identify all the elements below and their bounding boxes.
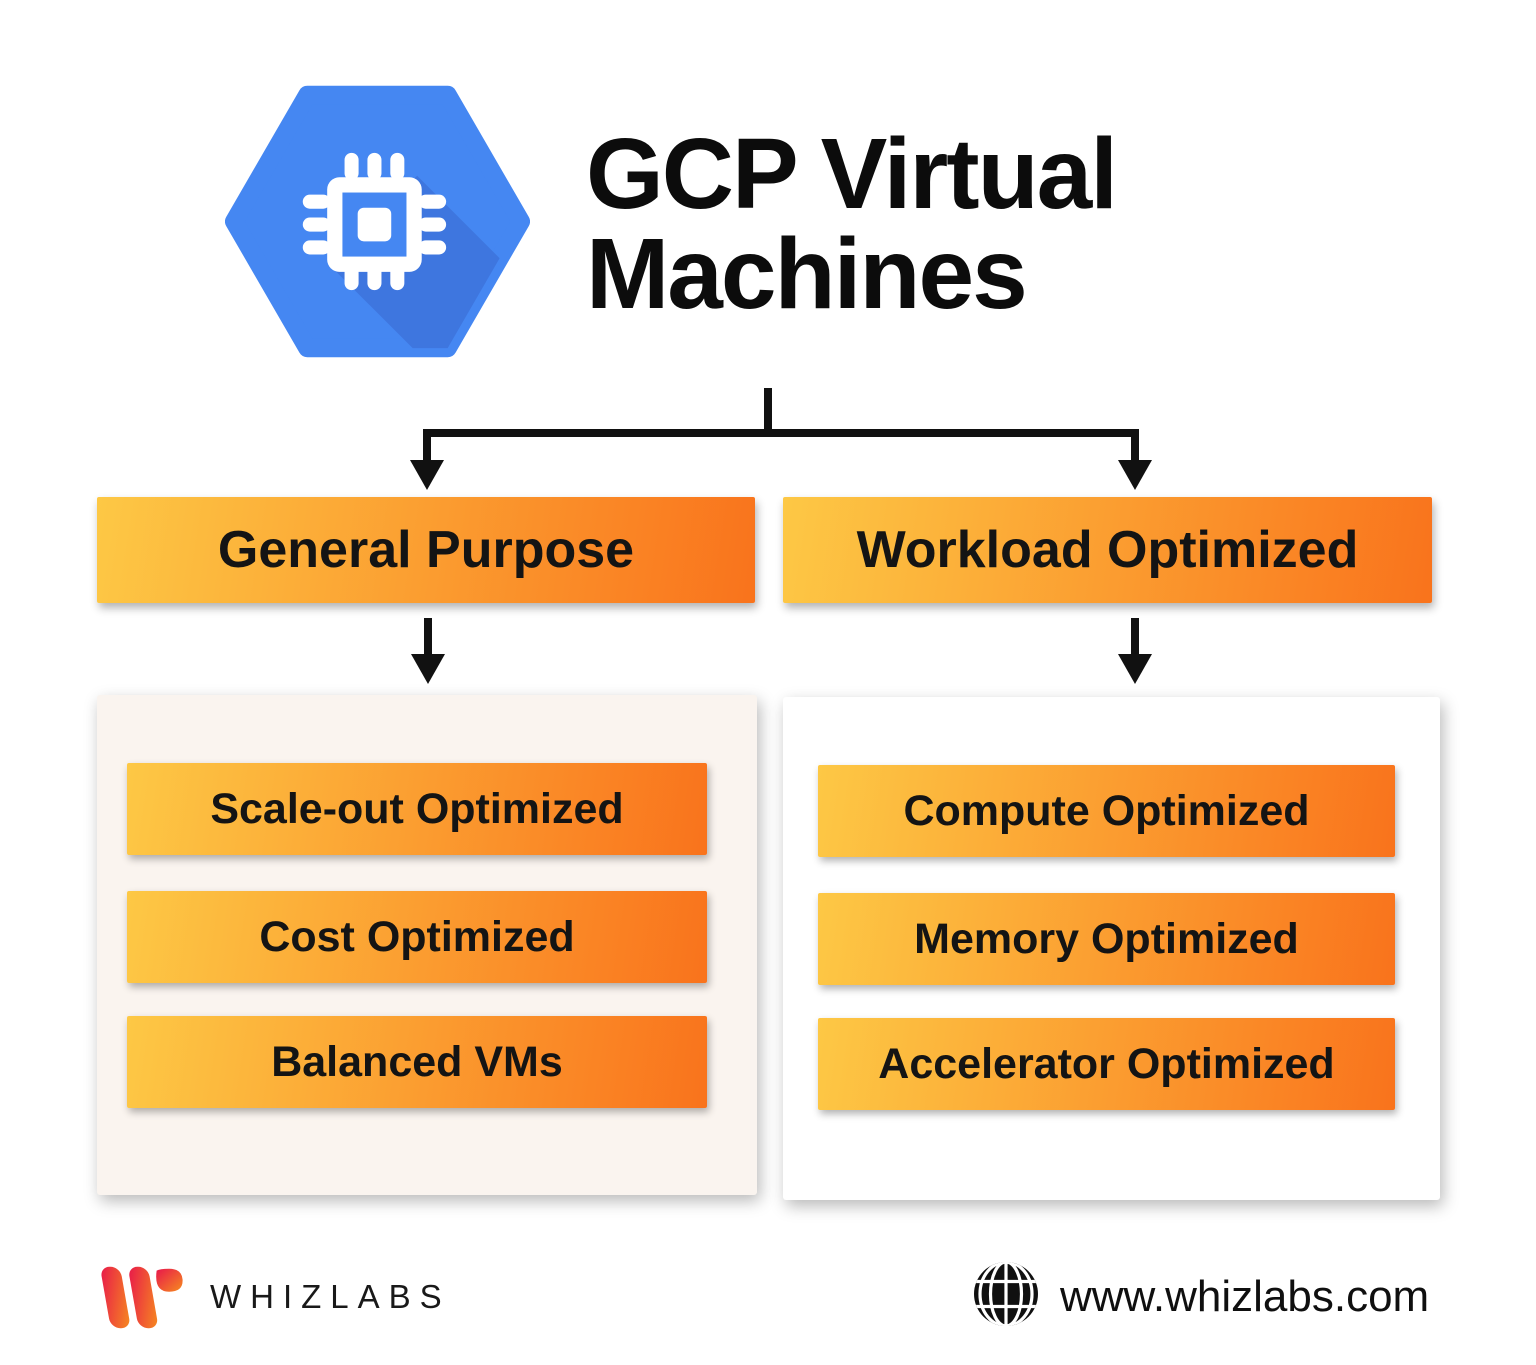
page-title-line-2: Machines [586, 218, 1028, 330]
branch-header-label: Workload Optimized [856, 521, 1359, 579]
connector-drop-right [1131, 429, 1139, 463]
vm-type-label: Balanced VMs [271, 1037, 563, 1086]
vm-type-label: Cost Optimized [259, 912, 575, 961]
vm-type-bar-accelerator-optimized: Accelerator Optimized [818, 1018, 1395, 1110]
workload-optimized-panel: Compute Optimized Memory Optimized Accel… [783, 697, 1440, 1200]
general-purpose-panel: Scale-out Optimized Cost Optimized Balan… [97, 695, 757, 1195]
connector-crossbar [423, 429, 1139, 437]
vm-type-bar-balanced-vms: Balanced VMs [127, 1016, 707, 1108]
branch-header-label: General Purpose [217, 521, 635, 579]
connector-stem-workload-optimized [1131, 618, 1139, 656]
arrow-down-icon [411, 654, 445, 684]
arrow-down-icon [1118, 460, 1152, 490]
vm-type-bar-cost-optimized: Cost Optimized [127, 891, 707, 983]
connector-stem [764, 388, 772, 433]
vm-type-label: Scale-out Optimized [210, 784, 624, 833]
vm-type-label: Compute Optimized [903, 786, 1310, 835]
vm-type-label: Accelerator Optimized [878, 1039, 1335, 1088]
branch-header-general-purpose: General Purpose [97, 497, 755, 603]
connector-drop-left [423, 429, 431, 463]
vm-type-bar-compute-optimized: Compute Optimized [818, 765, 1395, 857]
arrow-down-icon [1118, 654, 1152, 684]
branch-header-workload-optimized: Workload Optimized [783, 497, 1432, 603]
page-title-line-1: GCP Virtual [586, 118, 1118, 230]
website-url: www.whizlabs.com [1060, 1272, 1430, 1321]
gcp-compute-engine-logo [225, 85, 530, 358]
arrow-down-icon [410, 460, 444, 490]
connector-stem-general-purpose [424, 618, 432, 656]
vm-type-bar-scale-out-optimized: Scale-out Optimized [127, 763, 707, 855]
brand-name: WHIZLABS [210, 1278, 451, 1315]
vm-type-label: Memory Optimized [914, 914, 1299, 963]
whizlabs-w-icon [101, 1266, 183, 1329]
page-title: GCP Virtual Machines [586, 124, 1266, 324]
globe-icon [974, 1262, 1038, 1326]
vm-type-bar-memory-optimized: Memory Optimized [818, 893, 1395, 985]
